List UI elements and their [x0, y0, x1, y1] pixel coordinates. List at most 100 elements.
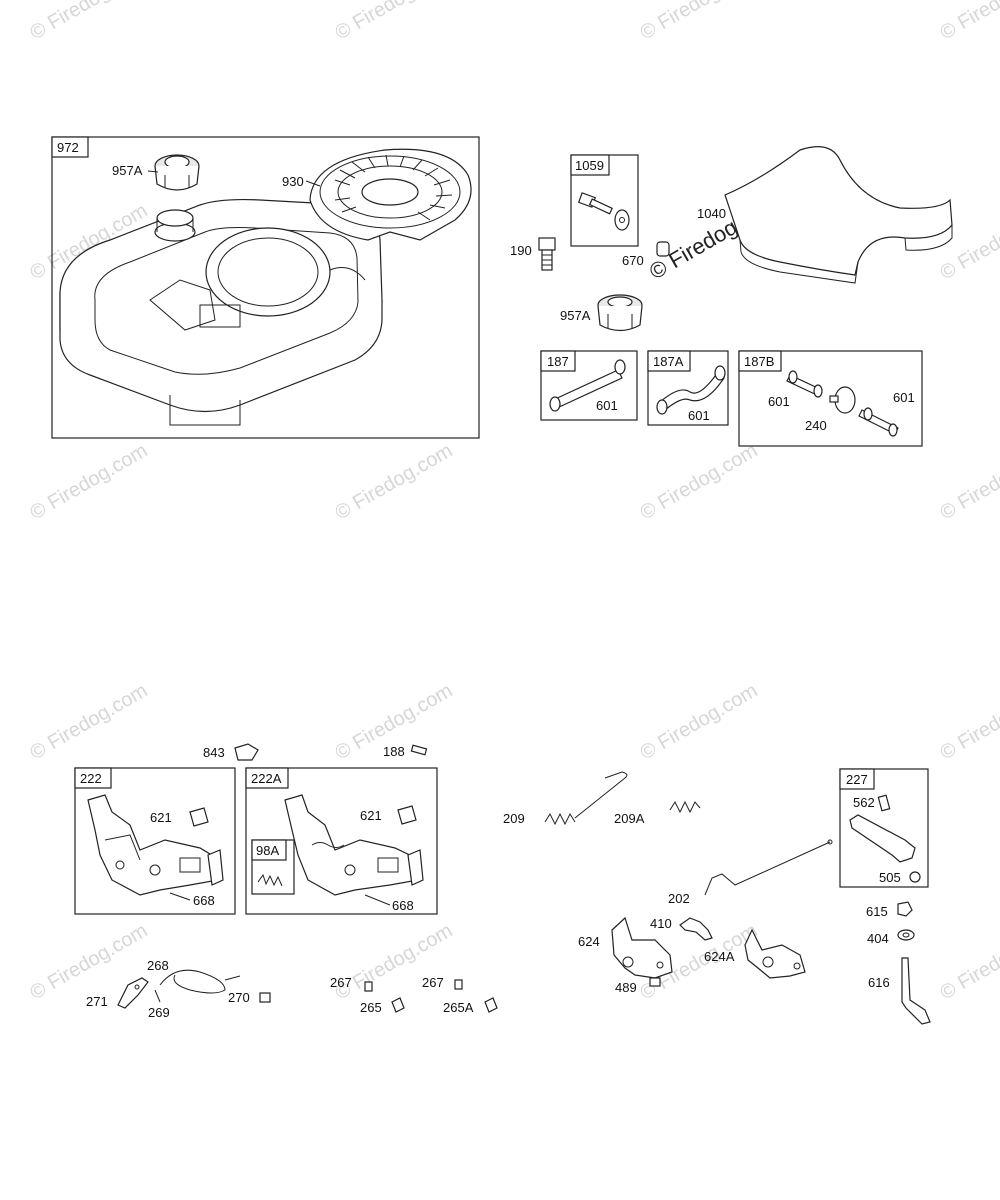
label-271: 271 [86, 994, 108, 1009]
label-267: 267 [330, 975, 352, 990]
box-tag-972 [51, 136, 89, 158]
box-frame-972 [51, 136, 480, 439]
group-222A: 222A 621 668 98A [245, 767, 438, 915]
fuel-line-icon [549, 359, 626, 412]
label-505: 505 [879, 870, 901, 885]
box-tag-187B [738, 350, 782, 372]
label-843: 843 [203, 745, 225, 760]
label-601: 601 [893, 390, 915, 405]
label-410: 410 [650, 916, 672, 931]
label-615: 615 [866, 904, 888, 919]
throttle-lever-271-icon [117, 977, 149, 1009]
box-frame-227 [839, 768, 929, 888]
pin-269-icon [154, 989, 161, 1003]
fuel-line-curved-icon [656, 365, 726, 415]
governor-spring-209-icon [544, 771, 628, 826]
watermark: © Firedog.com [332, 0, 457, 44]
clamp-265-icon [391, 997, 405, 1013]
box-frame-187B [738, 350, 923, 447]
link-410-icon [679, 917, 713, 941]
label-268: 268 [147, 958, 169, 973]
watermark: © Firedog.com [937, 920, 1000, 1005]
watermark: © Firedog.com [27, 680, 152, 765]
fuel-tank-icon [59, 198, 383, 426]
control-bracket-spring-icon [284, 794, 424, 896]
label-190: 190 [510, 243, 532, 258]
air-cleaner-cover-icon [724, 146, 953, 284]
label-265A: 265A [443, 1000, 474, 1015]
label-267: 267 [422, 975, 444, 990]
label-265: 265 [360, 1000, 382, 1015]
box-label-1059: 1059 [575, 158, 604, 173]
fuel-filter-line-icon [786, 370, 899, 437]
box-frame-187 [540, 350, 638, 421]
group-187B: 187B 601 601 240 [738, 350, 923, 447]
box-tag-222A [245, 767, 289, 789]
watermark: © Firedog.com [937, 0, 1000, 44]
clip-621-icon [397, 805, 417, 825]
watermark: © Firedog.com [637, 680, 762, 765]
label-616: 616 [868, 975, 890, 990]
control-bracket-icon [87, 794, 224, 896]
label-601: 601 [688, 408, 710, 423]
screw-267-icon [364, 981, 373, 992]
group-227: 227 562 505 [839, 768, 929, 888]
watermark: © Firedog.com [27, 0, 152, 44]
watermark: © Firedog.com [637, 440, 762, 525]
group-222: 222 621 668 [74, 767, 236, 915]
spacer-670-icon [656, 241, 670, 257]
label-489: 489 [615, 980, 637, 995]
box-label-187A: 187A [653, 354, 684, 369]
box-tag-1059 [570, 154, 610, 176]
clip-270-icon [259, 992, 271, 1003]
bolt-washer-icon [577, 192, 630, 231]
governor-spring-209A-icon [669, 800, 701, 814]
rewind-starter-icon [309, 148, 472, 241]
bracket-624A-icon [744, 928, 806, 979]
box-tag-98A [251, 839, 287, 861]
group-1059: 1059 [570, 154, 639, 247]
label-624: 624 [578, 934, 600, 949]
label-668: 668 [193, 893, 215, 908]
label-240: 240 [805, 418, 827, 433]
box-label-222A: 222A [251, 771, 282, 786]
watermark: © Firedog.com [332, 440, 457, 525]
fuel-cap-icon [154, 154, 200, 191]
box-label-972: 972 [57, 140, 79, 155]
box-tag-187A [647, 350, 691, 372]
box-tag-187 [540, 350, 576, 372]
group-972: 972 957A [51, 136, 480, 439]
governor-shaft-616-icon [901, 957, 931, 1025]
box-label-222: 222 [80, 771, 102, 786]
clip-621-icon [189, 807, 209, 827]
box-frame-222 [74, 767, 236, 915]
box-label-98A: 98A [256, 843, 279, 858]
watermark: © Firedog.com [27, 440, 152, 525]
screw-489-icon [649, 977, 661, 987]
box-frame-222A [245, 767, 438, 915]
watermark: © Firedog.com [637, 0, 762, 44]
label-621: 621 [150, 810, 172, 825]
screw-188-icon [410, 744, 428, 756]
clamp-265A-icon [484, 997, 498, 1013]
watermark: © Firedog.com [937, 440, 1000, 525]
label-562: 562 [853, 795, 875, 810]
label-930: 930 [282, 174, 304, 189]
label-957A: 957A [112, 163, 143, 178]
screw-267-icon [454, 979, 463, 990]
label-601: 601 [768, 394, 790, 409]
label-188: 188 [383, 744, 405, 759]
spring-98A-icon [257, 873, 283, 887]
label-1040: 1040 [697, 206, 726, 221]
label-670: 670 [622, 253, 644, 268]
box-tag-227 [839, 768, 875, 790]
label-668: 668 [392, 898, 414, 913]
label-209: 209 [503, 811, 525, 826]
washer-404-icon [897, 929, 915, 941]
box-label-187: 187 [547, 354, 569, 369]
box-label-187B: 187B [744, 354, 774, 369]
label-209A: 209A [614, 811, 645, 826]
cable-268-icon [159, 969, 241, 994]
label-601: 601 [596, 398, 618, 413]
